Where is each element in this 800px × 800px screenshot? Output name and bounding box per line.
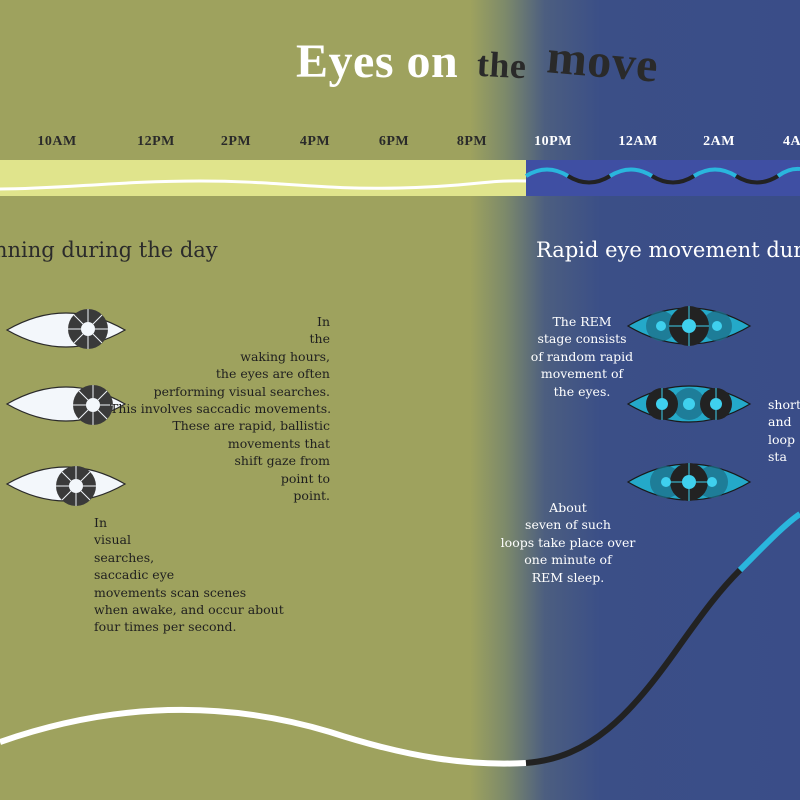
- day-band-wave: [0, 179, 527, 191]
- day-section-heading: nning during the day: [0, 238, 218, 262]
- time-label: 4PM: [299, 134, 331, 149]
- text-line: About: [549, 500, 587, 515]
- text-line: shift gaze from: [234, 453, 330, 469]
- text-line: The REM: [552, 314, 612, 329]
- timeline-band: [0, 160, 800, 196]
- text-line: In: [94, 515, 107, 530]
- night-curve-cyan-segment: [737, 511, 800, 573]
- text-line: waking hours,: [240, 348, 330, 364]
- text-line: saccadic eye: [94, 567, 175, 583]
- text-line: the: [309, 331, 330, 347]
- text-line: movement of: [540, 366, 624, 382]
- text-line: seven of such: [525, 517, 611, 533]
- timeline-labels: 10AM 12PM 2PM 4PM 6PM 8PM 10PM 12AM 2AM …: [0, 134, 800, 152]
- text-line: This involves saccadic movements.: [110, 401, 332, 417]
- time-label: 12AM: [618, 134, 658, 149]
- text-line: point.: [293, 488, 330, 504]
- text-line: of random rapid: [530, 348, 634, 364]
- text-line: when awake, and occur about: [94, 602, 284, 618]
- text-line: loop: [768, 431, 796, 447]
- text-line: In: [317, 314, 330, 329]
- time-label: 2PM: [220, 134, 252, 149]
- time-label: 6PM: [378, 134, 410, 149]
- time-label: 10PM: [534, 134, 572, 149]
- eye-saccade-icon: [5, 309, 127, 349]
- time-label: 4A: [782, 134, 800, 149]
- eye-rem-icon: [626, 463, 752, 501]
- text-line: REM sleep.: [531, 569, 605, 585]
- night-band-wave: [524, 166, 800, 185]
- eye-rem-icon: [626, 385, 752, 423]
- night-section-heading: Rapid eye movement during: [536, 238, 800, 262]
- text-line: point to: [280, 470, 330, 486]
- text-line: one minute of: [524, 552, 612, 568]
- time-label: 12PM: [137, 134, 175, 149]
- time-label: 8PM: [456, 134, 488, 149]
- title-word-eyes-on: Eyes on: [296, 35, 459, 88]
- text-line: the eyes.: [553, 383, 611, 399]
- eye-saccade-icon: [5, 466, 127, 506]
- eye-saccade-icon: [5, 385, 127, 425]
- text-line: performing visual searches.: [153, 383, 330, 399]
- text-line: and: [768, 414, 792, 430]
- day-band: [0, 160, 526, 196]
- text-line: stage consists: [537, 331, 627, 347]
- eye-rem-icon: [626, 306, 752, 346]
- text-line: four times per second.: [94, 619, 237, 635]
- text-line: movements that: [227, 435, 330, 451]
- time-label: 2AM: [703, 134, 735, 149]
- night-curve-dark-segment: [525, 567, 743, 766]
- text-line: the eyes are often: [215, 366, 330, 382]
- time-label: 10AM: [37, 134, 77, 149]
- text-line: short: [768, 397, 800, 412]
- text-line: searches,: [94, 549, 155, 565]
- text-line: visual: [94, 532, 131, 548]
- text-line: sta: [768, 449, 787, 465]
- text-line: These are rapid, ballistic: [172, 418, 330, 434]
- day-curve-segment: [0, 706, 527, 767]
- page-title: Eyes on the move: [296, 30, 660, 92]
- text-line: movements scan scenes: [94, 584, 247, 600]
- text-line: loops take place over: [500, 534, 636, 550]
